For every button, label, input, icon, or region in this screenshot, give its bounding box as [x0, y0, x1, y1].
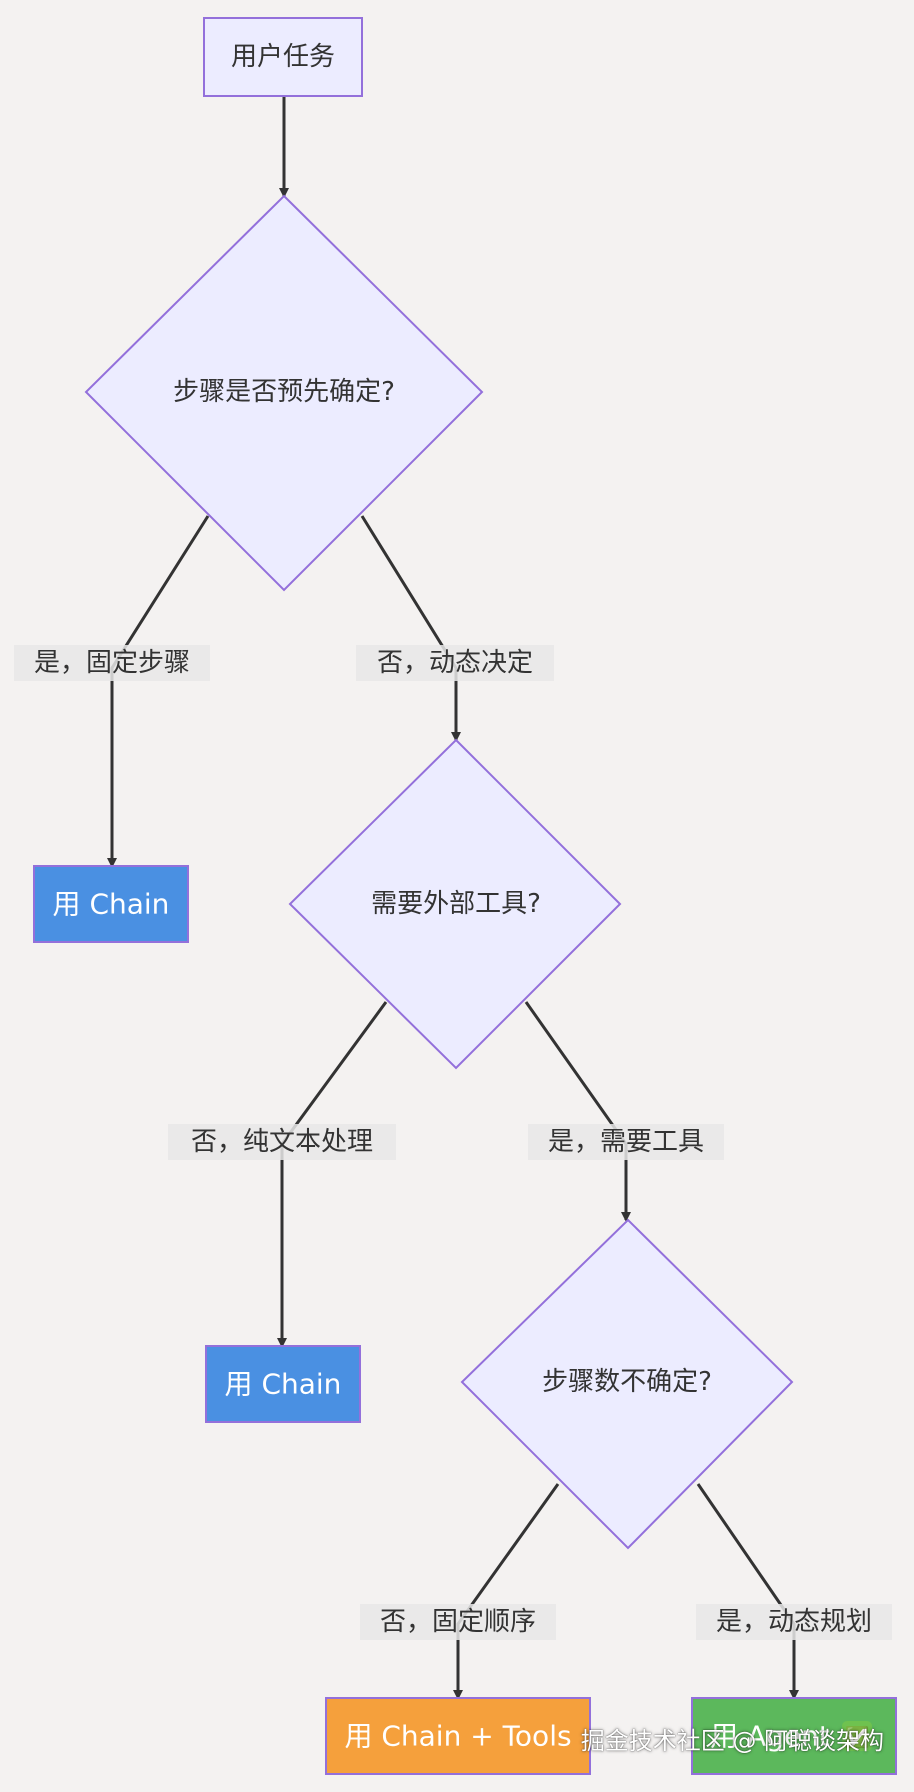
chain-node-1 [33, 865, 189, 943]
chain-node-2 [205, 1345, 361, 1423]
decision-q1-label: 步骤是否预先确定? [173, 377, 395, 407]
start-label: 用户任务 [231, 42, 335, 72]
chain-node-1-label: 用 Chain [53, 888, 170, 921]
edge-label-q2-no: 否，纯文本处理 [191, 1127, 373, 1157]
edge-label-bg [14, 645, 210, 681]
edge-label-q3-yes: 是，动态规划 [716, 1607, 872, 1637]
chain-tools-node [325, 1697, 591, 1775]
decision-q3-label: 步骤数不确定? [542, 1367, 712, 1397]
edge-label-bg [360, 1604, 556, 1640]
edge-label-bg [356, 645, 554, 681]
edge-label-q3-no: 否，固定顺序 [380, 1607, 536, 1637]
edge-q2-yes [524, 1001, 631, 1222]
edge-label-bg [528, 1124, 724, 1160]
edge-label-bg [168, 1124, 396, 1160]
edge-label-bg [696, 1604, 892, 1640]
decision-q3 [460, 1218, 794, 1550]
chain-tools-label: 用 Chain + Tools [344, 1720, 571, 1753]
edge-q1-no [360, 515, 461, 742]
check-icon [842, 1721, 872, 1751]
edge-q1-yes [107, 515, 210, 868]
edge-q2-no [277, 1001, 388, 1348]
edge-label-q1-no: 否，动态决定 [377, 648, 533, 678]
edge-label-q1-yes: 是，固定步骤 [34, 648, 190, 678]
edge-q3-yes [696, 1483, 799, 1700]
decision-q2 [288, 738, 622, 1070]
check-icon-glyph: ✅ [845, 1725, 870, 1749]
chain-node-2-label: 用 Chain [225, 1368, 342, 1401]
edge-q3-no [453, 1483, 560, 1700]
agent-label: 用 Agent [710, 1720, 830, 1753]
decision-q1 [84, 194, 484, 592]
decision-q2-label: 需要外部工具? [371, 889, 541, 919]
watermark: 掘金技术社区 @ 阿聪谈架构 [580, 1727, 884, 1755]
edge-label-q2-yes: 是，需要工具 [548, 1127, 704, 1157]
start-node [203, 17, 363, 97]
